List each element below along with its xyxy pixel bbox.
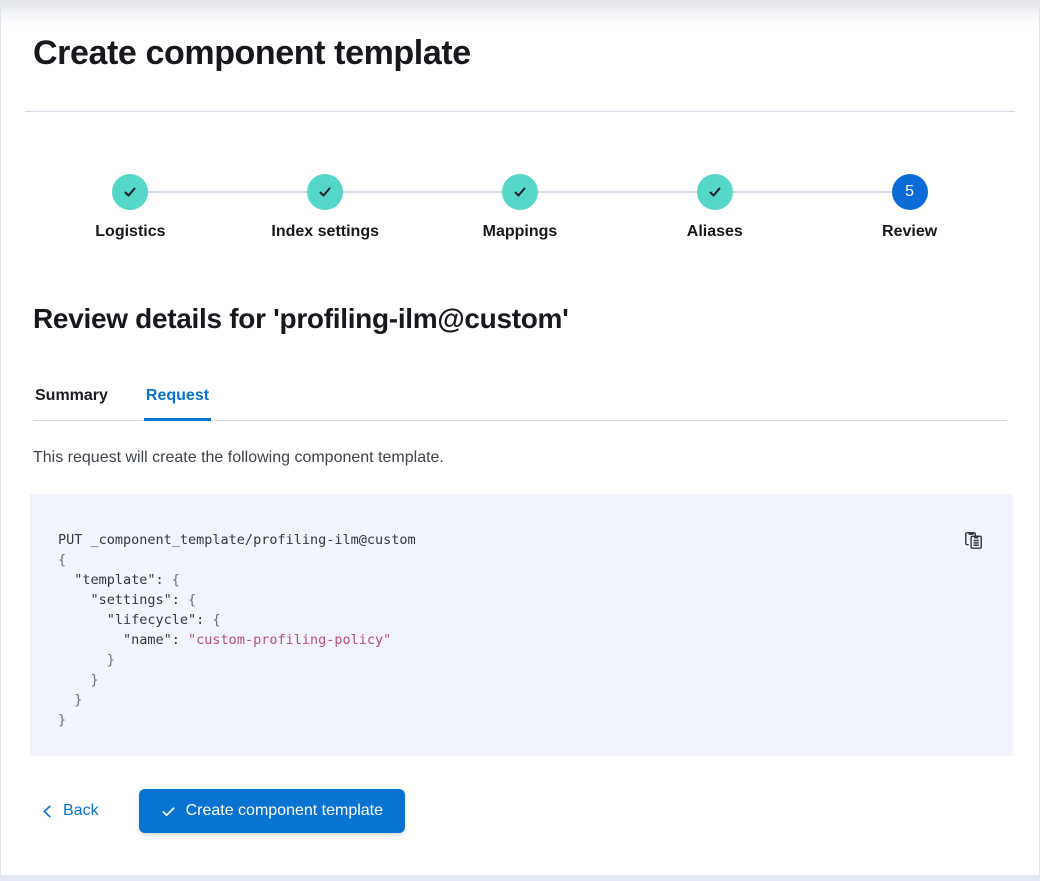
back-button[interactable]: Back	[33, 794, 107, 828]
copy-clipboard-icon	[965, 532, 982, 549]
code-token: "settings":	[58, 592, 189, 608]
step-label: Review	[882, 223, 938, 240]
review-heading: Review details for 'profiling-ilm@custom…	[33, 303, 569, 334]
step-complete-circle	[501, 174, 538, 210]
code-token: "lifecycle":	[58, 612, 213, 628]
step-label: Logistics	[95, 223, 166, 240]
code-line: "settings": {	[58, 590, 985, 610]
page-title: Create component template	[33, 34, 471, 72]
tab-summary[interactable]: Summary	[35, 387, 108, 404]
code-line: }	[58, 670, 985, 690]
check-icon	[514, 187, 526, 197]
back-button-label: Back	[63, 802, 99, 819]
code-token: "custom-profiling-policy"	[188, 632, 392, 648]
code-line: {	[58, 550, 985, 570]
step-current-circle: 5	[891, 174, 928, 210]
create-component-template-button[interactable]: Create component template	[138, 789, 406, 833]
stepper: Logistics Index settings Mappings Aliase…	[33, 174, 1007, 242]
step-number: 5	[905, 183, 915, 200]
check-icon	[319, 187, 331, 197]
check-icon	[162, 806, 175, 816]
code-line: }	[58, 650, 985, 670]
code-token: }	[58, 692, 83, 708]
code-token: }	[58, 652, 115, 668]
tab-request[interactable]: Request	[143, 384, 212, 421]
code-line: "template": {	[58, 570, 985, 590]
code-token: {	[212, 612, 221, 628]
submit-button-label: Create component template	[185, 802, 384, 819]
request-description: This request will create the following c…	[33, 449, 444, 466]
step-label: Index settings	[271, 223, 379, 240]
code-line: "lifecycle": {	[58, 610, 985, 630]
code-token: }	[58, 672, 99, 688]
wizard-footer: Back Create component template	[33, 789, 1007, 833]
check-icon	[709, 187, 721, 197]
code-line: }	[58, 690, 985, 710]
code-token: {	[58, 552, 67, 568]
step-label: Aliases	[686, 223, 743, 240]
stepper-step-index-settings[interactable]: Index settings	[227, 174, 423, 242]
check-icon	[124, 187, 136, 197]
code-line: PUT _component_template/profiling-ilm@cu…	[58, 530, 985, 550]
code-token: "name":	[58, 632, 189, 648]
code-token: PUT _component_template/profiling-ilm@cu…	[58, 532, 416, 548]
code-token: {	[188, 592, 197, 608]
stepper-step-review: 5 Review	[812, 174, 1007, 242]
code-line: }	[58, 710, 985, 730]
step-label: Mappings	[482, 223, 558, 240]
stepper-step-aliases[interactable]: Aliases	[617, 174, 812, 242]
stepper-step-logistics[interactable]: Logistics	[33, 174, 228, 242]
step-complete-circle	[696, 174, 733, 210]
code-line: "name": "custom-profiling-policy"	[58, 630, 985, 650]
step-complete-circle	[307, 174, 344, 210]
step-complete-circle	[112, 174, 149, 210]
request-code-block: PUT _component_template/profiling-ilm@cu…	[30, 494, 1013, 756]
stepper-step-mappings[interactable]: Mappings	[422, 174, 618, 242]
page-bottom-edge	[1, 875, 1039, 881]
copy-to-clipboard-button[interactable]	[964, 531, 983, 550]
title-divider	[25, 111, 1015, 112]
chevron-left-icon	[43, 805, 51, 817]
code-token: }	[58, 712, 67, 728]
code-token: {	[171, 572, 180, 588]
review-tabs: Summary Request	[33, 384, 1007, 421]
create-component-template-page: Create component template Logistics Inde…	[1, 0, 1039, 833]
code-token: "template":	[58, 572, 172, 588]
